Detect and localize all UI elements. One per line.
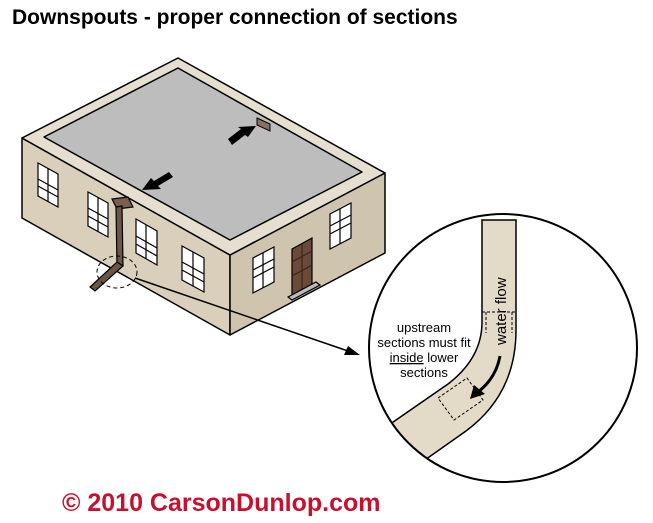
- right-wall-openings: [252, 202, 352, 301]
- window: [329, 202, 352, 250]
- roof-surface: [43, 67, 363, 241]
- detail-circle-outline: [368, 213, 638, 483]
- annotation-line-3: inside lower: [390, 350, 459, 365]
- flow-arrowhead: [470, 385, 485, 399]
- callout-circle: [96, 255, 138, 289]
- arrow-lower: [142, 172, 173, 190]
- annotation-line-2: sections must fit: [377, 335, 471, 350]
- diagram-title: Downspouts - proper connection of sectio…: [12, 6, 458, 29]
- door: [286, 236, 322, 301]
- detail-pipe: [369, 219, 517, 482]
- water-flow-label: water flow: [493, 277, 510, 346]
- annotation-line-4: sections: [400, 365, 448, 380]
- window: [135, 217, 158, 267]
- left-wall-windows: [37, 161, 205, 294]
- callout-leader-line: [134, 277, 349, 352]
- roof-scupper: [256, 117, 271, 132]
- window: [252, 246, 275, 294]
- flow-arrow: [477, 355, 502, 394]
- downspout-leader: [115, 205, 124, 268]
- window: [181, 244, 205, 294]
- roof-drain-arrows: [142, 126, 256, 190]
- copyright-notice: © 2010 CarsonDunlop.com: [62, 489, 381, 517]
- arrow-upper: [228, 126, 256, 145]
- annotation-line-3-rest: lower: [424, 350, 459, 365]
- building: [21, 57, 386, 336]
- building-downspout: [89, 196, 134, 292]
- downspout-header: [111, 196, 134, 210]
- window: [87, 190, 109, 239]
- window: [37, 161, 59, 209]
- annotation-line-1: upstream: [397, 320, 451, 335]
- callout-arrowhead: [344, 346, 360, 355]
- annotation-emphasis: inside: [390, 350, 424, 365]
